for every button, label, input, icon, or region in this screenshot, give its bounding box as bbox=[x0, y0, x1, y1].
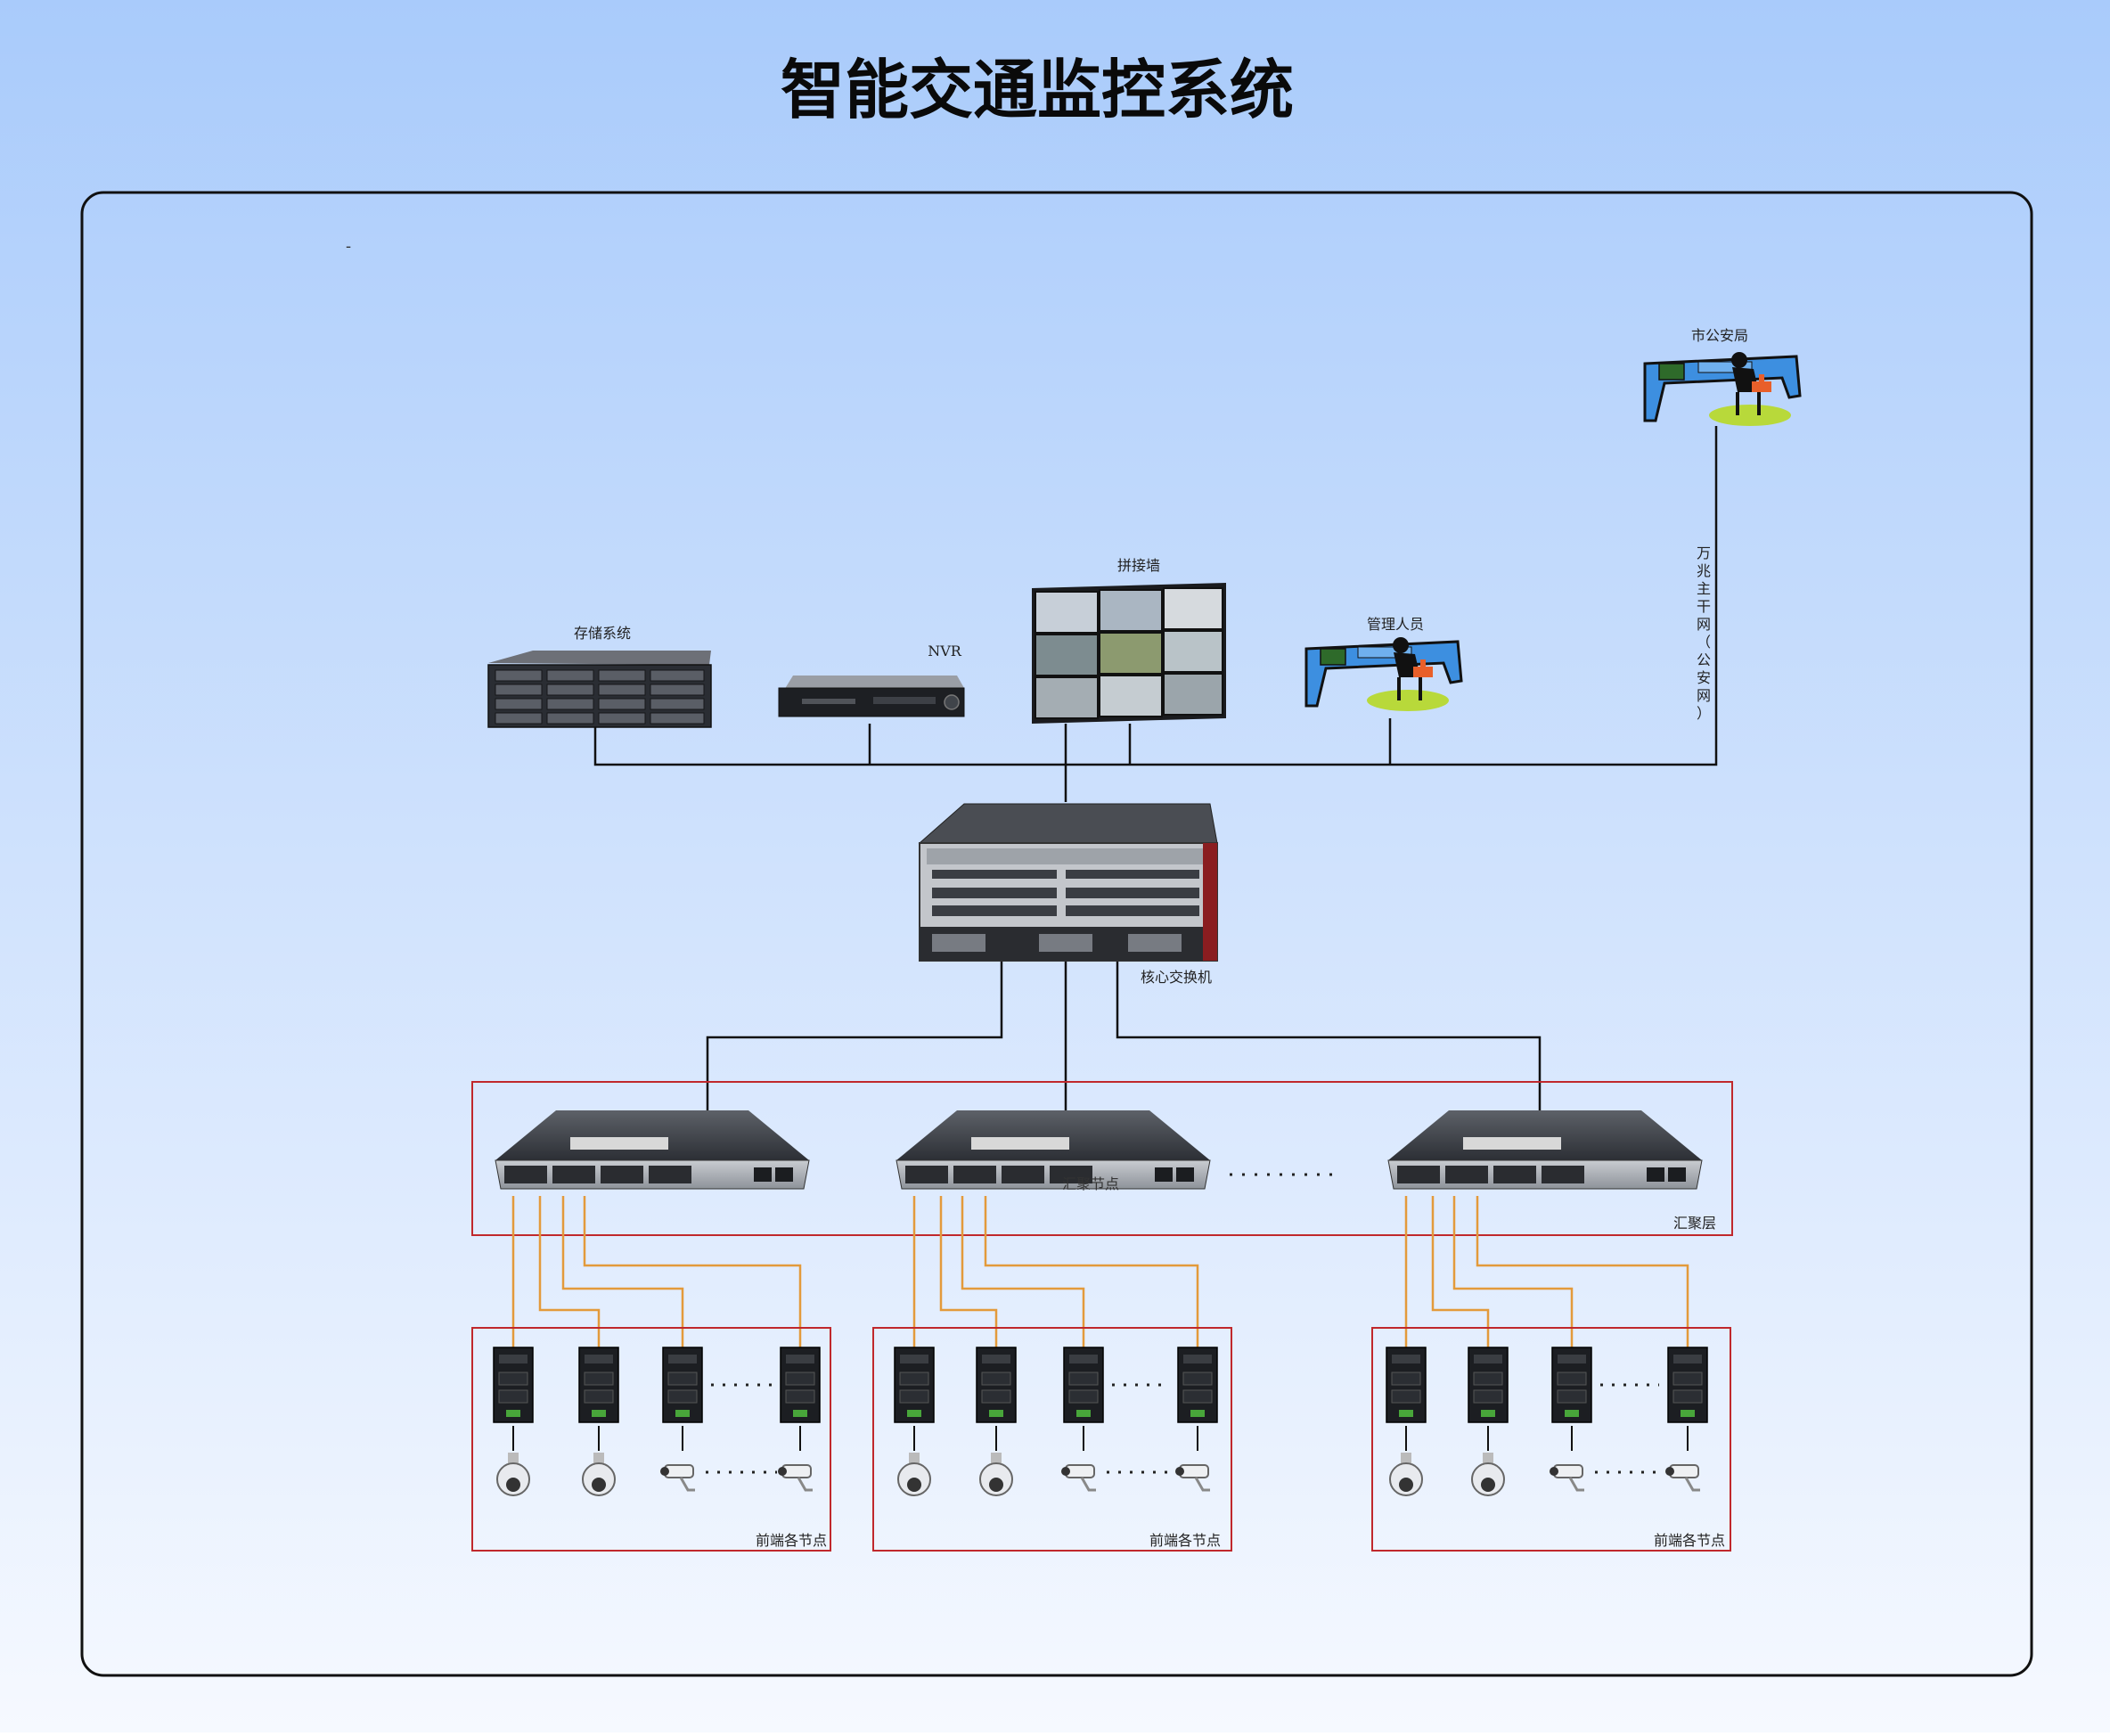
aggregation-layer-frame bbox=[471, 1081, 1733, 1236]
main-frame bbox=[80, 191, 2033, 1677]
svg-text:安: 安 bbox=[1697, 669, 1711, 686]
dome-camera bbox=[496, 1453, 530, 1496]
aggregation-node-label: 汇聚节点 bbox=[1062, 1175, 1119, 1192]
front-node-frame-2 bbox=[872, 1327, 1232, 1552]
storage-system-node: 存储系统 bbox=[487, 625, 712, 728]
svg-text:主: 主 bbox=[1697, 580, 1711, 597]
svg-text:干: 干 bbox=[1697, 598, 1711, 615]
core-switch-node: 核心交换机 bbox=[918, 803, 1218, 986]
industrial-switch bbox=[493, 1347, 534, 1423]
svg-text:网: 网 bbox=[1697, 687, 1711, 704]
industrial-switch bbox=[894, 1347, 935, 1423]
bullet-camera bbox=[1550, 1464, 1584, 1492]
aggregation-switch-1 bbox=[495, 1110, 810, 1190]
svg-text:兆: 兆 bbox=[1697, 562, 1711, 579]
dome-camera bbox=[1389, 1453, 1423, 1496]
video-wall-label: 拼接墙 bbox=[1117, 557, 1160, 574]
svg-text:万: 万 bbox=[1697, 545, 1711, 561]
nvr-label: NVR bbox=[928, 643, 962, 659]
backbone-links bbox=[593, 426, 1718, 1112]
front-node-frame-3 bbox=[1371, 1327, 1731, 1552]
bullet-camera bbox=[660, 1464, 695, 1492]
core-switch-label: 核心交换机 bbox=[1141, 969, 1212, 986]
nvr-node: NVR bbox=[778, 643, 965, 717]
dome-camera bbox=[582, 1453, 616, 1496]
manager-label: 管理人员 bbox=[1367, 616, 1424, 633]
aggregation-layer-label: 汇聚层 bbox=[1673, 1215, 1716, 1232]
dome-camera bbox=[979, 1453, 1013, 1496]
industrial-switch bbox=[1177, 1347, 1218, 1423]
dome-camera bbox=[1471, 1453, 1505, 1496]
svg-text:网: 网 bbox=[1697, 616, 1711, 633]
bullet-camera bbox=[1175, 1464, 1210, 1492]
industrial-switch bbox=[1667, 1347, 1708, 1423]
industrial-switch bbox=[1063, 1347, 1104, 1423]
aggregation-switch-3 bbox=[1387, 1110, 1703, 1190]
industrial-switch bbox=[976, 1347, 1017, 1423]
svg-text:）: ） bbox=[1697, 705, 1711, 722]
industrial-switch bbox=[1386, 1347, 1427, 1423]
industrial-switch bbox=[1551, 1347, 1592, 1423]
bullet-camera bbox=[778, 1464, 813, 1492]
svg-text:公: 公 bbox=[1697, 651, 1711, 668]
video-wall-node: 拼接墙 bbox=[1032, 557, 1226, 724]
bullet-camera bbox=[1665, 1464, 1700, 1492]
industrial-switch bbox=[780, 1347, 821, 1423]
backbone-network-label: 万 兆 主 干 网 （ 公 安 网 ） bbox=[1697, 545, 1711, 722]
manager-node: 管理人员 bbox=[1304, 616, 1463, 711]
front-node-label-2: 前端各节点 bbox=[1149, 1532, 1221, 1549]
aggregation-switch-2: 汇聚节点 bbox=[896, 1110, 1211, 1192]
front-node-label-1: 前端各节点 bbox=[756, 1532, 827, 1549]
fiber-uplinks bbox=[511, 1196, 1689, 1351]
svg-text:（: （ bbox=[1697, 634, 1711, 651]
city-police-label: 市公安局 bbox=[1691, 327, 1748, 344]
dome-camera bbox=[897, 1453, 931, 1496]
front-node-frame-1 bbox=[471, 1327, 831, 1552]
industrial-switch bbox=[662, 1347, 703, 1423]
storage-label: 存储系统 bbox=[574, 625, 631, 642]
front-node-label-3: 前端各节点 bbox=[1654, 1532, 1725, 1549]
industrial-switch bbox=[578, 1347, 619, 1423]
page-title: 智能交通监控系统 bbox=[781, 53, 1294, 127]
stray-mark: - bbox=[346, 237, 351, 256]
bullet-camera bbox=[1061, 1464, 1096, 1492]
industrial-switch bbox=[1468, 1347, 1509, 1423]
city-police-node: 市公安局 bbox=[1643, 327, 1802, 426]
front-devices bbox=[493, 1347, 1708, 1496]
